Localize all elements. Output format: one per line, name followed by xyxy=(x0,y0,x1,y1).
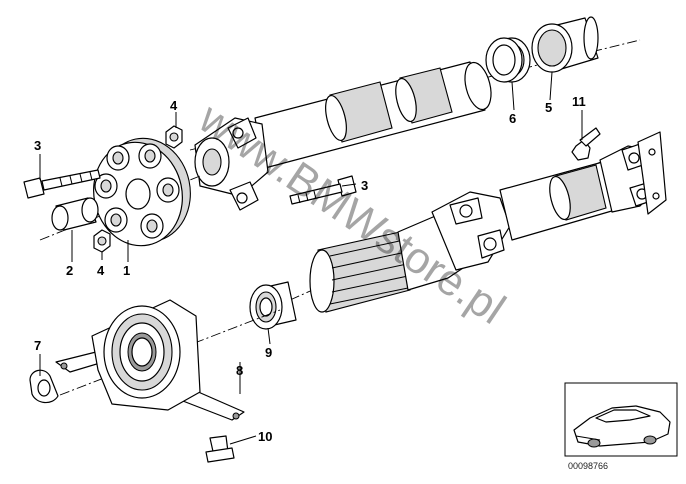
part-6-ring xyxy=(485,37,531,83)
callout-11: 11 xyxy=(572,94,586,109)
part-4-nut-lower xyxy=(93,229,111,253)
upper-drive-shaft xyxy=(189,39,641,211)
part-8-center-support xyxy=(55,299,281,421)
car-location-thumbnail xyxy=(564,382,678,457)
part-4-nut-upper xyxy=(165,125,183,149)
part-9-bearing xyxy=(249,281,297,330)
image-code: 00098766 xyxy=(568,461,608,471)
part-2-bushing xyxy=(51,197,99,231)
part-11-bolt xyxy=(571,127,601,161)
part-7-clip xyxy=(29,369,59,404)
callout-4-upper: 4 xyxy=(170,98,178,113)
part-5-sleeve xyxy=(531,16,599,73)
callout-5: 5 xyxy=(545,100,552,115)
callout-leaders xyxy=(39,71,583,445)
lower-drive-shaft xyxy=(289,131,667,313)
callout-9: 9 xyxy=(265,345,272,360)
part-1-flex-disc xyxy=(39,137,201,247)
part-3-bolt-left xyxy=(23,169,101,199)
callout-3-right: 3 xyxy=(361,178,368,193)
callout-4-lower: 4 xyxy=(97,263,105,278)
part-10-bolt xyxy=(205,435,235,463)
callout-6: 6 xyxy=(509,111,516,126)
callout-10: 10 xyxy=(258,429,272,444)
callout-8: 8 xyxy=(236,363,243,378)
callout-2: 2 xyxy=(66,263,73,278)
callout-7: 7 xyxy=(34,338,41,353)
callout-3-left: 3 xyxy=(34,138,41,153)
callout-1: 1 xyxy=(123,263,130,278)
part-3-bolt-right xyxy=(289,175,357,205)
